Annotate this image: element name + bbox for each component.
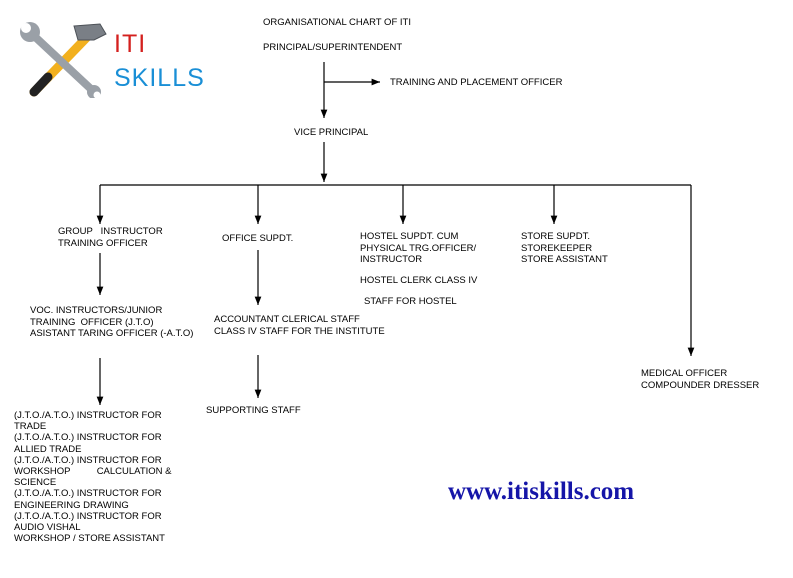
logo-text-iti: ITI: [114, 30, 147, 58]
node-office-supdt: OFFICE SUPDT.: [222, 233, 294, 244]
website-url: www.itiskills.com: [448, 478, 635, 505]
node-training-placement-officer: TRAINING AND PLACEMENT OFFICER: [390, 77, 563, 88]
node-accountant-staff: ACCOUNTANT CLERICAL STAFF CLASS IV STAFF…: [214, 314, 385, 337]
node-hostel-supdt: HOSTEL SUPDT. CUM PHYSICAL TRG.OFFICER/ …: [360, 231, 477, 265]
node-store-supdt: STORE SUPDT. STOREKEEPER STORE ASSISTANT: [521, 231, 608, 265]
logo-text-skills: SKILLS: [114, 64, 205, 92]
node-voc-instructors: VOC. INSTRUCTORS/JUNIOR TRAINING OFFICER…: [30, 305, 194, 339]
node-vice-principal: VICE PRINCIPAL: [294, 127, 369, 138]
node-trade-instructors: (J.T.O./A.T.O.) INSTRUCTOR FOR TRADE (J.…: [14, 410, 172, 545]
node-supporting-staff: SUPPORTING STAFF: [206, 405, 301, 416]
node-medical-officer: MEDICAL OFFICER COMPOUNDER DRESSER: [641, 368, 760, 391]
node-hostel-clerk: HOSTEL CLERK CLASS IV: [360, 275, 478, 286]
crossed-tools-icon: [20, 22, 107, 98]
node-principal: PRINCIPAL/SUPERINTENDENT: [263, 42, 403, 53]
node-hostel-staff: STAFF FOR HOSTEL: [364, 296, 457, 307]
node-group-instructor: GROUP INSTRUCTOR TRAINING OFFICER: [58, 226, 163, 249]
chart-title: ORGANISATIONAL CHART OF ITI: [263, 17, 411, 28]
